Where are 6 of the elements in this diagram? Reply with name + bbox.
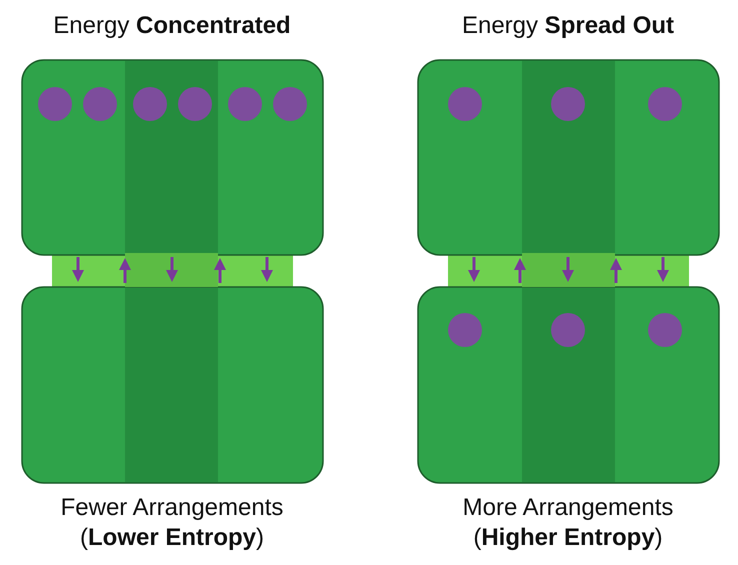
caption-text: (Higher Entropy) [473,524,663,552]
caption-text: (Lower Entropy) [80,524,264,552]
panel-title: Energy Spread Out [462,12,674,40]
caption-text: Fewer Arrangements [60,494,284,522]
caption-text: More Arrangements [462,494,674,522]
panel-title: Energy Concentrated [53,12,291,40]
